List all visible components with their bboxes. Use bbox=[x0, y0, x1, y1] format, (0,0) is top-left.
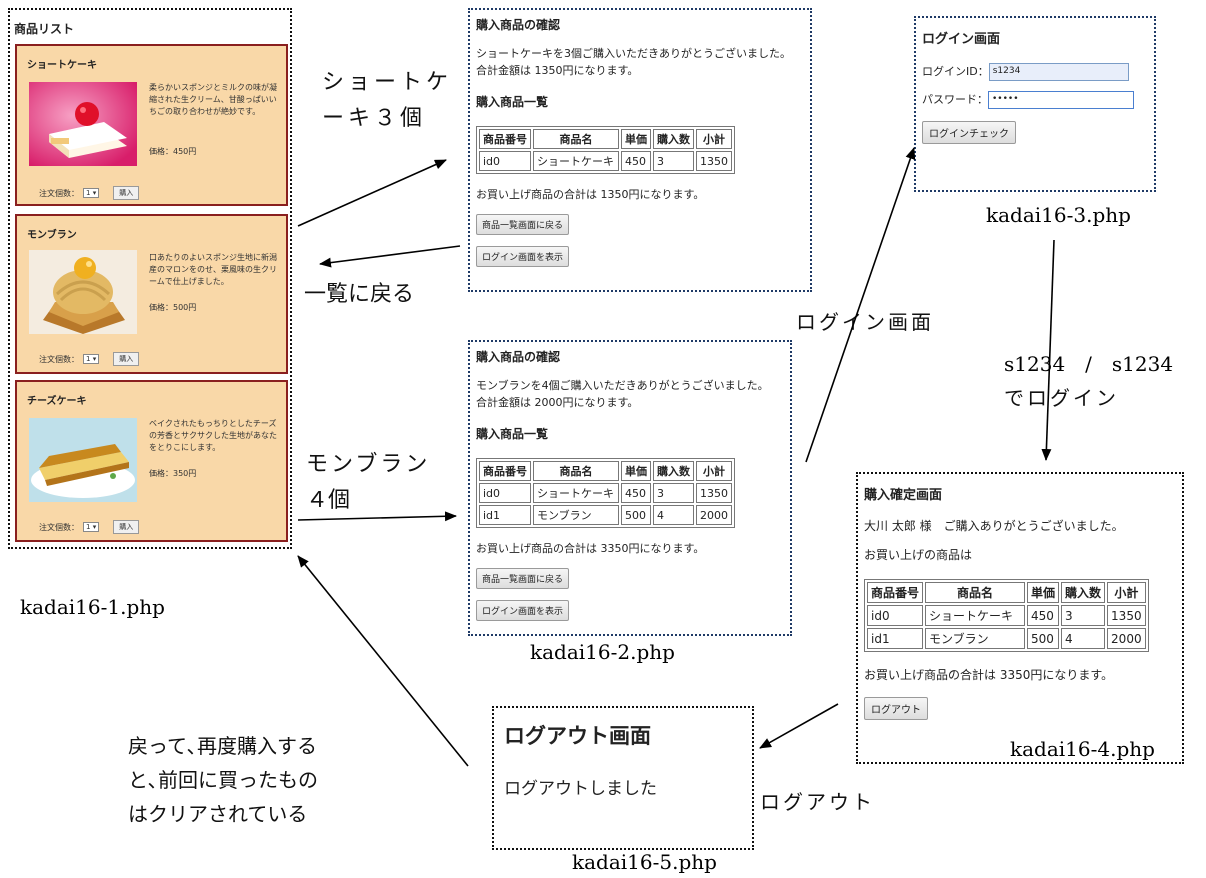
arrow-list-to-confirm2 bbox=[297, 511, 457, 522]
confirm-line-2: 合計金額は 1350円になります。 bbox=[476, 64, 639, 77]
product-description: ベイクされたもっちりとしたチーズの芳香とサクサクした生地があなたをとりこにします… bbox=[149, 419, 277, 452]
shortcake-image bbox=[29, 82, 137, 166]
label-repurchase-1: 戻って､再度購入する bbox=[128, 734, 317, 758]
final-panel: 購入確定画面 大川 太郎 様 ご購入ありがとうございました。 お買い上げの商品は… bbox=[856, 472, 1184, 764]
logout-title: ログアウト画面 bbox=[504, 724, 651, 748]
label-shortcake-2: ーキ３個 bbox=[322, 106, 427, 131]
label-montblanc-1: モンブラン bbox=[306, 452, 431, 477]
confirm-panel-1: 購入商品の確認 ショートケーキを3個ご購入いただきありがとうございました。 合計… bbox=[468, 8, 812, 292]
qty-label: 注文個数： bbox=[39, 188, 79, 198]
qty-select[interactable]: 1 ▾ bbox=[83, 188, 100, 198]
label-login-with: でログイン bbox=[1004, 386, 1119, 410]
password-row: パスワード：••••• bbox=[922, 91, 1148, 109]
table-header: 商品番号商品名単価購入数小計 bbox=[867, 582, 1146, 603]
buy-button[interactable]: 購入 bbox=[113, 520, 140, 534]
qty-row: 注文個数： 1 ▾ 購入 bbox=[39, 520, 140, 534]
product-description: 柔らかいスポンジとミルクの味が凝縮された生クリーム、甘酸っぱいいちごの取り合わせ… bbox=[149, 83, 277, 116]
label-repurchase-3: はクリアされている bbox=[128, 802, 308, 826]
caption-kadai16-1: kadai16-1.php bbox=[20, 595, 165, 619]
caption-kadai16-3: kadai16-3.php bbox=[986, 203, 1131, 227]
arrow-confirm2-to-login bbox=[805, 147, 916, 463]
label-logout: ログアウト bbox=[760, 790, 875, 814]
caption-kadai16-5: kadai16-5.php bbox=[572, 850, 717, 874]
arrow-logout-to-list bbox=[297, 555, 469, 767]
list-title: 購入商品一覧 bbox=[476, 95, 549, 109]
back-to-list-button[interactable]: 商品一覧画面に戻る bbox=[476, 214, 570, 235]
label-repurchase-2: と､前回に買ったもの bbox=[128, 768, 318, 792]
login-title: ログイン画面 bbox=[922, 32, 1001, 47]
login-panel: ログイン画面 ログインID：s1234 パスワード：••••• ログインチェック bbox=[914, 16, 1156, 192]
product-name: チーズケーキ bbox=[27, 396, 87, 407]
product-name: モンブラン bbox=[27, 230, 77, 241]
product-description: 口あたりのよいスポンジ生地に新潟産のマロンをのせ、栗風味の生クリームで仕上げまし… bbox=[149, 253, 277, 286]
arrow-list-to-confirm1 bbox=[297, 159, 447, 227]
product-card-montblanc: モンブラン 口あたりのよいスポンジ生地に新潟産のマロンをのせ、栗風味の生クリーム… bbox=[15, 214, 288, 374]
qty-label: 注文個数： bbox=[39, 522, 79, 532]
cheesecake-image bbox=[29, 418, 137, 502]
total-text: お買い上げ商品の合計は 1350円になります。 bbox=[476, 188, 705, 201]
product-price: 価格：450円 bbox=[149, 147, 197, 156]
qty-label: 注文個数： bbox=[39, 354, 79, 364]
product-name: ショートケーキ bbox=[27, 60, 97, 71]
montblanc-image bbox=[29, 250, 137, 334]
logout-button[interactable]: ログアウト bbox=[864, 697, 928, 720]
product-card-cheesecake: チーズケーキ ベイクされたもっちりとしたチーズの芳香とサクサクした生地があなたを… bbox=[15, 380, 288, 542]
login-id-input[interactable]: s1234 bbox=[988, 63, 1129, 81]
product-price: 価格：350円 bbox=[149, 469, 197, 478]
qty-row: 注文個数： 1 ▾ 購入 bbox=[39, 352, 140, 366]
confirm-title: 購入商品の確認 bbox=[476, 350, 561, 364]
logout-panel: ログアウト画面 ログアウトしました bbox=[492, 706, 754, 850]
product-card-shortcake: ショートケーキ 柔らかいスポンジとミルクの味が凝縮された生クリーム、甘酸っぱいい… bbox=[15, 44, 288, 206]
product-price: 価格：500円 bbox=[149, 303, 197, 312]
login-id-label: ログインID： bbox=[922, 65, 989, 78]
qty-select[interactable]: 1 ▾ bbox=[83, 522, 100, 532]
final-title: 購入確定画面 bbox=[864, 488, 943, 503]
label-login-cred: s1234 / s1234 bbox=[1004, 352, 1174, 376]
password-label: パスワード： bbox=[922, 93, 988, 106]
confirm-panel-2: 購入商品の確認 モンブランを4個ご購入いただきありがとうございました。 合計金額… bbox=[468, 340, 792, 636]
confirm-line-2: 合計金額は 2000円になります。 bbox=[476, 396, 639, 409]
logout-message: ログアウトしました bbox=[504, 779, 657, 799]
table-header: 商品番号商品名単価購入数小計 bbox=[479, 129, 732, 149]
items-label: お買い上げの商品は bbox=[864, 548, 973, 562]
arrow-final-to-logout bbox=[759, 703, 839, 749]
show-login-button[interactable]: ログイン画面を表示 bbox=[476, 246, 570, 267]
table-header: 商品番号商品名単価購入数小計 bbox=[479, 461, 732, 481]
product-list-panel: 商品リスト ショートケーキ 柔らかいスポンジとミルクの味が凝縮された生クリーム、… bbox=[8, 8, 292, 549]
label-montblanc-2: ４個 bbox=[306, 488, 351, 513]
total-text: お買い上げ商品の合計は 3350円になります。 bbox=[476, 542, 705, 555]
greeting-text: 大川 太郎 様 ご購入ありがとうございました。 bbox=[864, 519, 1124, 533]
label-shortcake-1: ショートケ bbox=[322, 70, 453, 95]
login-check-button[interactable]: ログインチェック bbox=[922, 121, 1016, 144]
confirm-line-1: ショートケーキを3個ご購入いただきありがとうございました。 bbox=[476, 47, 791, 60]
show-login-button[interactable]: ログイン画面を表示 bbox=[476, 600, 570, 621]
qty-row: 注文個数： 1 ▾ 購入 bbox=[39, 186, 140, 200]
list-title: 購入商品一覧 bbox=[476, 427, 549, 441]
label-login-screen: ログイン画面 bbox=[796, 310, 934, 334]
caption-kadai16-2: kadai16-2.php bbox=[530, 640, 675, 664]
password-input[interactable]: ••••• bbox=[988, 91, 1134, 109]
caption-kadai16-4: kadai16-4.php bbox=[1010, 737, 1155, 761]
buy-button[interactable]: 購入 bbox=[113, 186, 140, 200]
confirm-line-1: モンブランを4個ご購入いただきありがとうございました。 bbox=[476, 379, 769, 392]
label-back-to-list: 一覧に戻る bbox=[304, 282, 415, 307]
buy-button[interactable]: 購入 bbox=[113, 352, 140, 366]
arrow-confirm1-to-list bbox=[319, 245, 461, 268]
qty-select[interactable]: 1 ▾ bbox=[83, 354, 100, 364]
back-to-list-button[interactable]: 商品一覧画面に戻る bbox=[476, 568, 570, 589]
product-list-title: 商品リスト bbox=[14, 22, 75, 36]
login-id-row: ログインID：s1234 bbox=[922, 63, 1148, 81]
total-text: お買い上げ商品の合計は 3350円になります。 bbox=[864, 668, 1114, 682]
confirm-title: 購入商品の確認 bbox=[476, 18, 561, 32]
